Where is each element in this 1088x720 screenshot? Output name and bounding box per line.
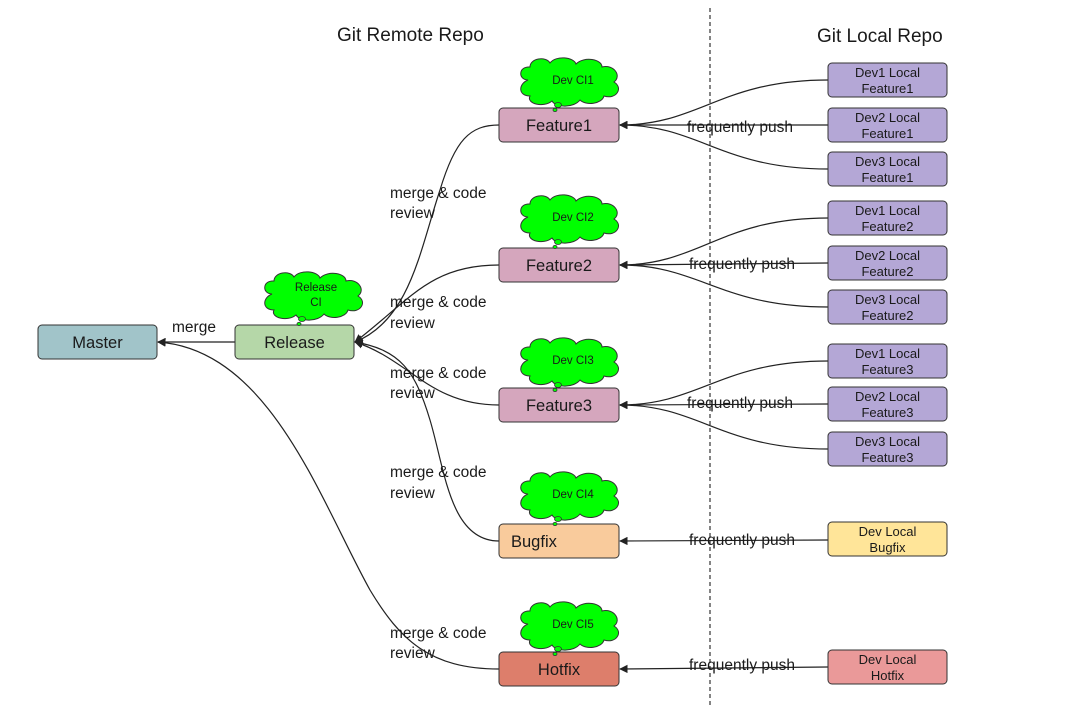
- local-box: [827, 200, 948, 236]
- edge-local-dev2-f2: [619, 260, 829, 270]
- edge-feature2-to-release: [354, 264, 500, 343]
- node-feature1[interactable]: Feature1: [498, 107, 620, 143]
- review-label-bugfix: merge & code review: [390, 464, 491, 502]
- dev-ci2-label: Dev CI2: [552, 212, 594, 224]
- dev-ci3-label: Dev CI3: [552, 355, 594, 367]
- bugfix-label: Bugfix: [511, 533, 558, 551]
- dev-ci5-cloud: Dev CI5: [520, 601, 620, 657]
- local-box: [827, 343, 948, 379]
- edge-hotfix-to-master: [157, 338, 500, 670]
- feature1-label: Feature1: [526, 117, 592, 135]
- push-label-feature2: frequently push: [689, 256, 795, 273]
- release-box: [234, 324, 355, 360]
- edge-local-dev1-f1: [619, 79, 829, 130]
- dev-ci4-label: Dev CI4: [552, 489, 594, 501]
- edges: [157, 79, 829, 674]
- remote-repo-heading: Git Remote Repo: [337, 25, 484, 46]
- dev-ci3-cloud: Dev CI3: [520, 337, 620, 393]
- review-label-hotfix: merge & code review: [390, 625, 491, 662]
- edge-local-bugfix: [619, 536, 829, 546]
- node-release[interactable]: Release: [234, 324, 355, 360]
- local-box: [827, 62, 948, 98]
- local-box: [827, 649, 948, 685]
- local-box: [827, 431, 948, 467]
- dev-ci1-label: Dev CI1: [552, 75, 594, 87]
- review-label-feature3: merge & code review: [390, 365, 491, 402]
- release-label: Release: [264, 334, 325, 352]
- edge-local-dev2-f3: [619, 400, 829, 410]
- edge-local-dev3-f1: [619, 120, 829, 170]
- edge-feature1-to-release: [354, 124, 500, 344]
- dev-ci4-cloud: Dev CI4: [520, 471, 620, 527]
- edge-bugfix-to-release: [354, 339, 500, 542]
- feature3-label: Feature3: [526, 397, 592, 415]
- local-box: [827, 245, 948, 281]
- push-label-feature1: frequently push: [687, 119, 793, 136]
- feature1-box: [498, 107, 620, 143]
- local-box: [827, 107, 948, 143]
- node-hotfix[interactable]: Hotfix: [498, 651, 620, 687]
- local-box: [827, 289, 948, 325]
- review-label-feature1: merge & code review: [390, 185, 491, 222]
- merge-label: merge: [172, 319, 216, 336]
- dev-ci2-cloud: Dev CI2: [520, 194, 620, 250]
- feature2-box: [498, 247, 620, 283]
- node-feature2[interactable]: Feature2: [498, 247, 620, 283]
- master-label: Master: [72, 334, 123, 352]
- edge-local-hotfix: [619, 664, 829, 674]
- hotfix-label: Hotfix: [538, 661, 581, 679]
- local-box: [827, 386, 948, 422]
- edge-local-dev1-f2: [619, 217, 829, 270]
- edge-local-dev3-f2: [619, 260, 829, 308]
- feature3-box: [498, 387, 620, 423]
- push-label-bugfix: frequently push: [689, 532, 795, 549]
- local-box: [827, 521, 948, 557]
- review-label-feature2: merge & code review: [390, 294, 491, 332]
- node-bugfix[interactable]: Bugfix: [498, 523, 620, 559]
- bugfix-box: [498, 523, 620, 559]
- edge-feature3-to-release: [354, 340, 500, 406]
- node-master[interactable]: Master: [37, 324, 158, 360]
- local-box: [827, 151, 948, 187]
- dev-ci5-label: Dev CI5: [552, 619, 594, 631]
- feature2-label: Feature2: [526, 257, 592, 275]
- push-label-hotfix: frequently push: [689, 657, 795, 674]
- dev-ci1-cloud: Dev CI1: [520, 57, 620, 113]
- edge-local-dev1-f3: [619, 360, 829, 410]
- edge-local-dev3-f3: [619, 400, 829, 450]
- node-feature3[interactable]: Feature3: [498, 387, 620, 423]
- local-repo-heading: Git Local Repo: [817, 26, 943, 47]
- push-label-feature3: frequently push: [687, 395, 793, 412]
- master-box: [37, 324, 158, 360]
- hotfix-box: [498, 651, 620, 687]
